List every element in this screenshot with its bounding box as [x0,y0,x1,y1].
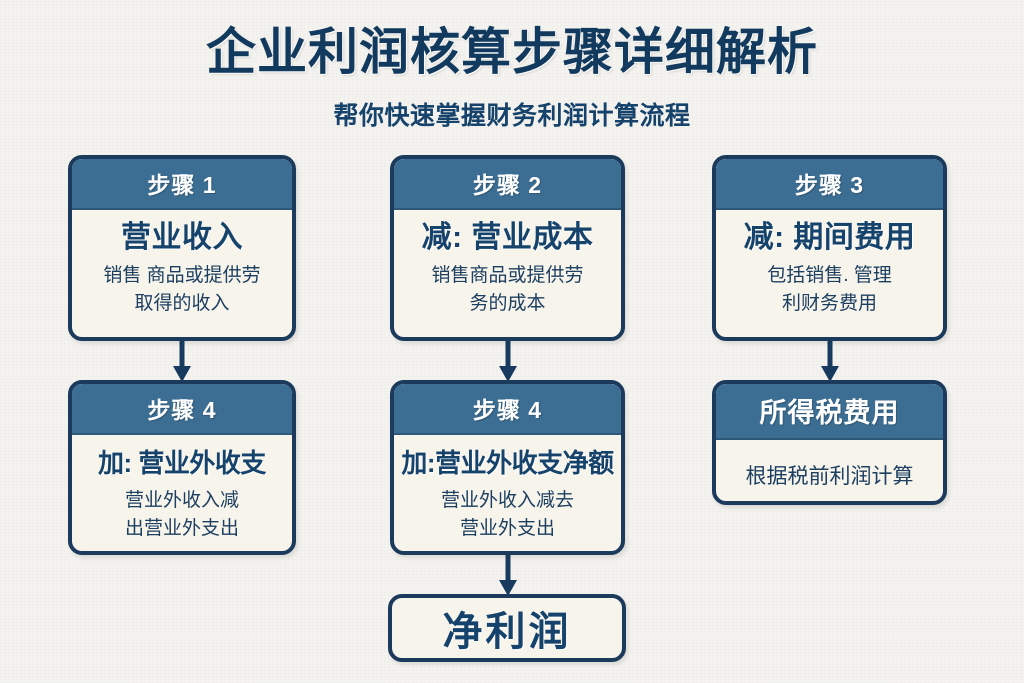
page-subtitle: 帮你快速掌握财务利润计算流程 [333,102,691,130]
income-tax-card-header: 所得税费用 [716,384,943,440]
step-card-3-header: 步骤 3 [716,159,943,210]
step-card-1-body: 营业收入 销售 商品或提供劳 取得的收入 [72,210,292,328]
step-card-1-desc-line-1: 销售 商品或提供劳 [103,265,261,286]
step-card-4-left-desc-line-1: 营业外收入减 [124,490,239,511]
step-card-3-title: 减: 期间费用 [743,221,916,254]
net-profit-card[interactable]: 净利润 [388,594,626,662]
step-card-4-middle-desc-line-1: 营业外收入减去 [440,490,574,511]
arrow-step4middle-to-netprofit [499,555,517,596]
step-card-3-desc: 包括销售. 管理 利财务费用 [722,262,937,318]
step-card-1[interactable]: 步骤 1 营业收入 销售 商品或提供劳 取得的收入 [68,155,296,341]
step-card-3-desc-line-2: 利财务费用 [781,293,877,314]
step-card-2-body: 减: 营业成本 销售商品或提供劳 务的成本 [394,210,621,328]
income-tax-card-body: 根据税前利润计算 [716,440,943,501]
step-card-4-left-body: 加: 营业外收支 营业外收入减 出营业外支出 [72,435,292,551]
page-title: 企业利润核算步骤详细解析 [206,24,818,80]
income-tax-card[interactable]: 所得税费用 根据税前利润计算 [712,380,947,505]
step-card-3-desc-line-1: 包括销售. 管理 [767,265,892,286]
step-card-3-body: 减: 期间费用 包括销售. 管理 利财务费用 [716,210,943,328]
step-card-2-header: 步骤 2 [394,159,621,210]
step-card-4-left-title: 加: 营业外收支 [98,448,266,478]
step-card-2-desc-line-2: 务的成本 [469,293,546,314]
arrow-step3-to-incometax [821,341,839,382]
step-card-4-middle-desc: 营业外收入减去 营业外支出 [400,487,615,543]
step-card-1-header: 步骤 1 [72,159,292,210]
step-card-1-title: 营业收入 [121,221,243,254]
step-card-2[interactable]: 步骤 2 减: 营业成本 销售商品或提供劳 务的成本 [390,155,625,341]
step-card-4-left-desc: 营业外收入减 出营业外支出 [78,487,286,543]
step-card-4-left[interactable]: 步骤 4 加: 营业外收支 营业外收入减 出营业外支出 [68,380,296,555]
step-card-2-title: 减: 营业成本 [421,221,594,254]
step-card-4-middle-body: 加:营业外收支净额 营业外收入减去 营业外支出 [394,435,621,551]
step-card-3[interactable]: 步骤 3 减: 期间费用 包括销售. 管理 利财务费用 [712,155,947,341]
income-tax-card-desc-line-1: 根据税前利润计算 [745,465,914,488]
step-card-4-left-desc-line-2: 出营业外支出 [124,518,239,539]
step-card-4-left-header: 步骤 4 [72,384,292,435]
step-card-4-middle[interactable]: 步骤 4 加:营业外收支净额 营业外收入减去 营业外支出 [390,380,625,555]
step-card-2-desc-line-1: 销售商品或提供劳 [431,265,584,286]
step-card-1-desc: 销售 商品或提供劳 取得的收入 [78,262,286,318]
net-profit-label: 净利润 [442,610,572,654]
step-card-1-desc-line-2: 取得的收入 [134,293,230,314]
arrow-step2-to-step4middle [499,341,517,382]
step-card-2-desc: 销售商品或提供劳 务的成本 [400,262,615,318]
step-card-4-middle-header: 步骤 4 [394,384,621,435]
step-card-4-middle-desc-line-2: 营业外支出 [459,518,555,539]
income-tax-card-desc: 根据税前利润计算 [722,463,937,491]
arrow-step1-to-step4left [173,341,191,382]
step-card-4-middle-title: 加:营业外收支净额 [401,448,614,478]
